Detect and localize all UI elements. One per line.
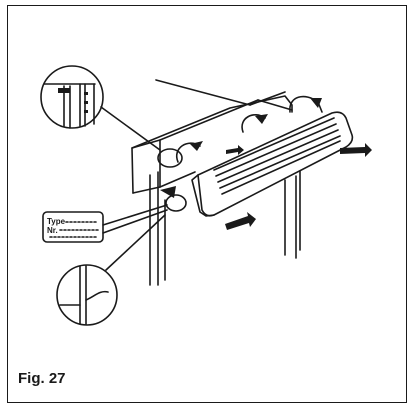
cabinet-edge-line <box>155 79 251 106</box>
hinge-clip <box>160 186 176 198</box>
push-arrow-small <box>226 145 244 155</box>
type-plate-number-label: Nr. <box>47 226 58 235</box>
grille-panel <box>191 111 354 217</box>
mounting-frame <box>131 95 301 286</box>
clip-mark <box>58 88 70 93</box>
screw-mark <box>84 101 88 104</box>
plate-detail-circle <box>165 194 187 212</box>
arrow-head <box>190 141 203 151</box>
type-plate <box>42 204 168 243</box>
push-arrow-right <box>340 143 372 157</box>
figure-caption: Fig. 27 <box>18 370 66 387</box>
hinge-detail-circle <box>157 148 183 168</box>
screw-mark <box>84 92 88 95</box>
push-arrow-lower <box>225 212 256 230</box>
screw-mark <box>84 110 88 113</box>
arrow-head <box>310 98 322 108</box>
detail-circle-bottom <box>56 214 166 326</box>
detail-circle-top <box>40 65 161 151</box>
type-plate-label: Type <box>47 217 66 226</box>
arrow-head <box>255 114 268 124</box>
